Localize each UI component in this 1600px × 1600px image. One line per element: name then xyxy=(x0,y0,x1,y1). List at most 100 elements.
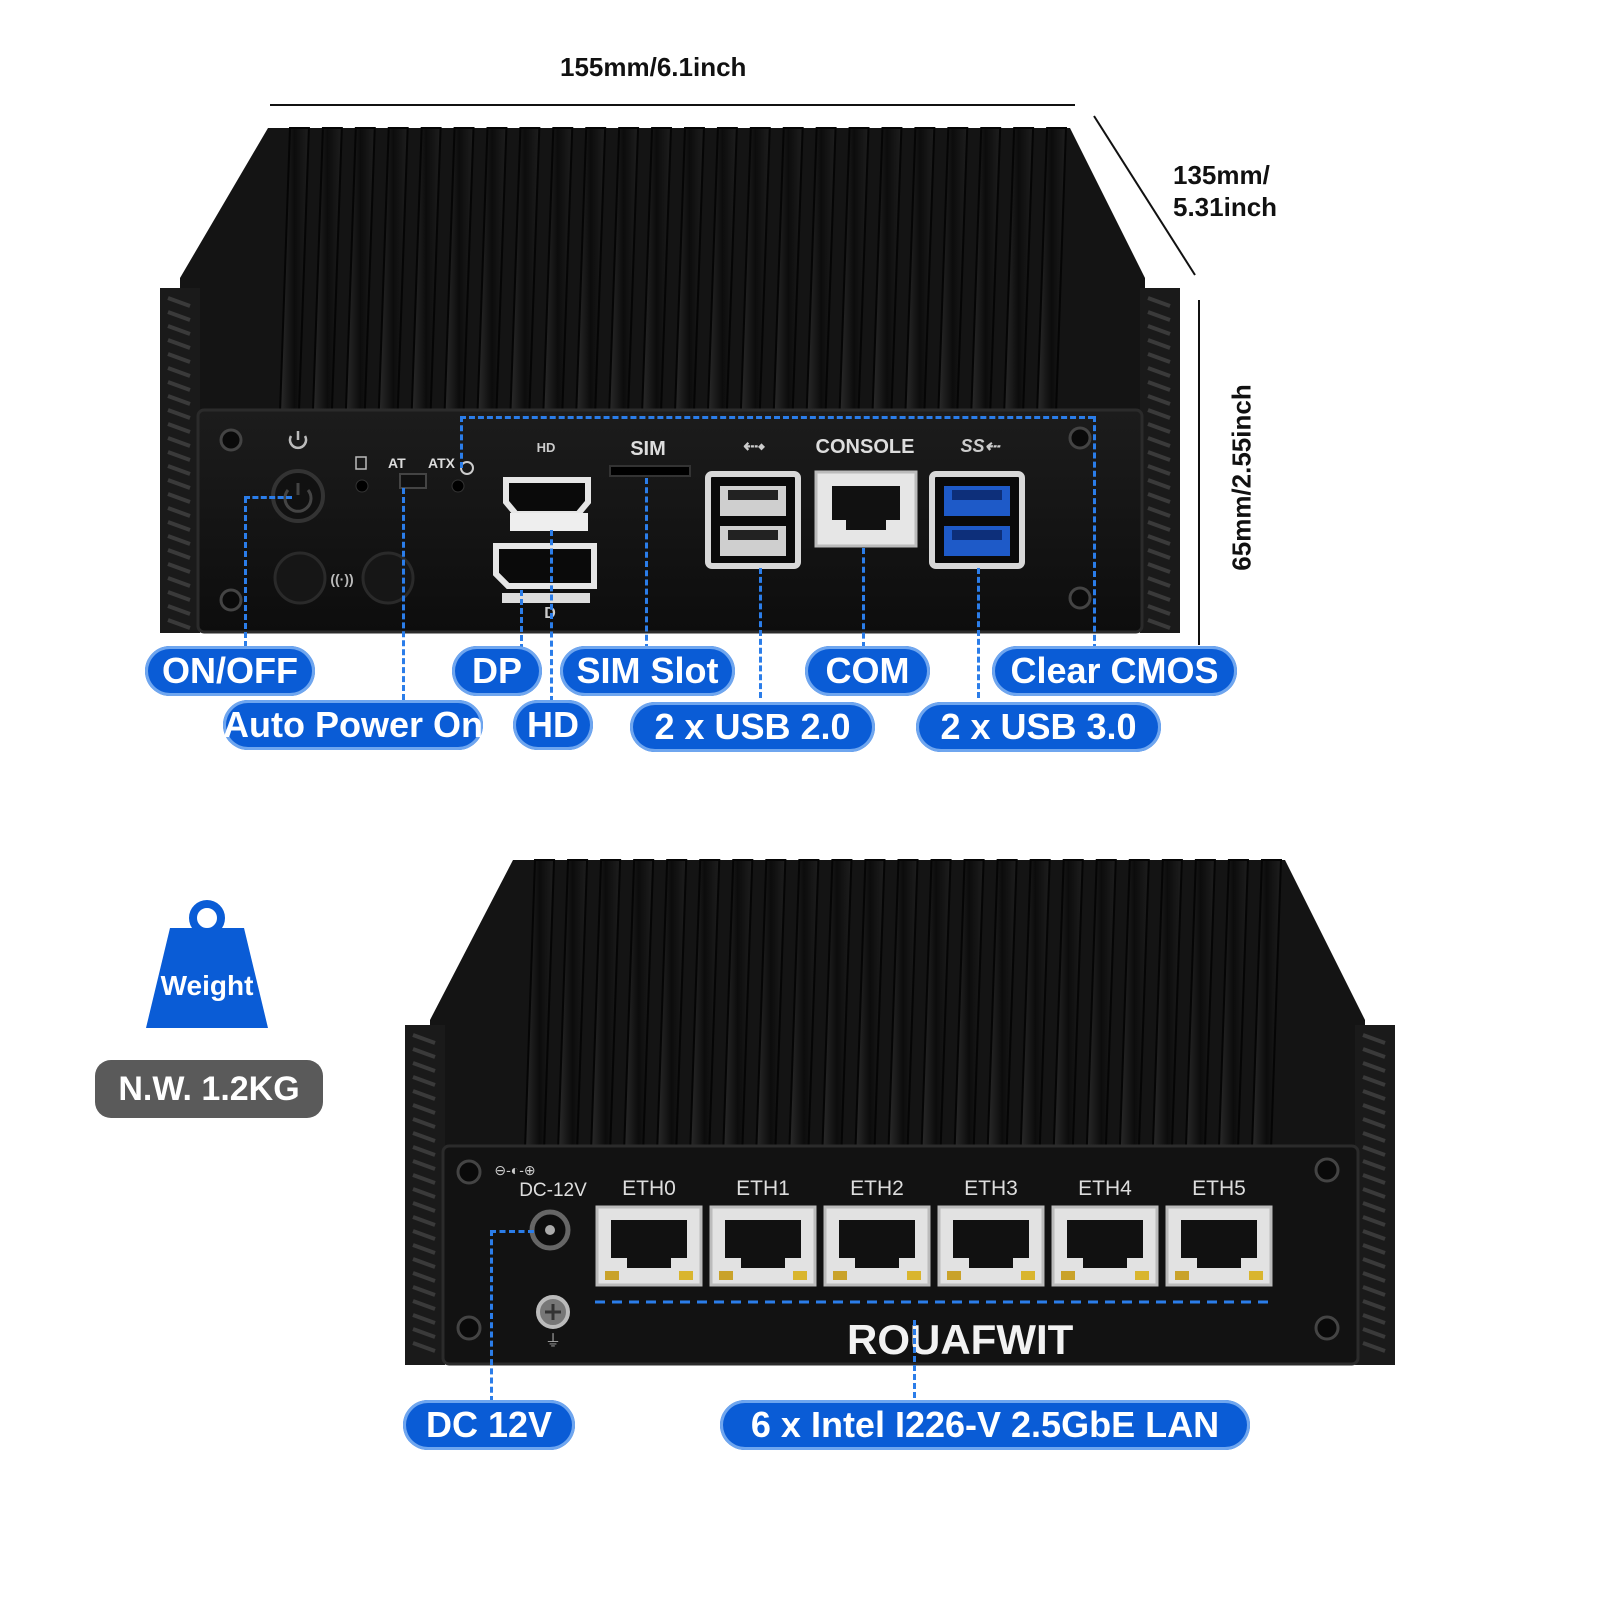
vent-slot xyxy=(412,1117,436,1129)
eth-port-label: ETH2 xyxy=(850,1177,904,1200)
vent-slot xyxy=(167,604,191,616)
vent-slot xyxy=(1147,534,1171,546)
at-label: AT xyxy=(388,455,406,471)
vent-slot xyxy=(412,1299,436,1311)
vent-slot xyxy=(1147,618,1171,630)
vent-slot xyxy=(1147,366,1171,378)
leader-line-cmos xyxy=(1093,416,1096,650)
vent-slot xyxy=(1147,548,1171,560)
height-dimension-label: 65mm/2.55inch xyxy=(1226,384,1257,571)
vent-slot xyxy=(412,1327,436,1339)
eth-port-label: ETH5 xyxy=(1192,1177,1246,1200)
vent-slot xyxy=(1147,380,1171,392)
eth-port-label: ETH0 xyxy=(622,1177,676,1200)
svg-text:⏚: ⏚ xyxy=(545,1332,561,1350)
vent-slot xyxy=(167,548,191,560)
vent-slot xyxy=(1147,562,1171,574)
atx-label: ATX xyxy=(428,455,456,471)
vent-slot xyxy=(167,394,191,406)
eth-port-label: ETH4 xyxy=(1078,1177,1132,1200)
vent-slot xyxy=(412,1285,436,1297)
vent-slot xyxy=(412,1131,436,1143)
width-dimension-label: 155mm/6.1inch xyxy=(560,52,747,82)
vent-slot xyxy=(1362,1271,1386,1283)
callout-clear-cmos: Clear CMOS xyxy=(992,646,1237,696)
vent-slot xyxy=(1362,1173,1386,1185)
vent-slot xyxy=(1147,478,1171,490)
hd-logo: HD xyxy=(537,440,556,455)
vent-slot xyxy=(167,506,191,518)
vent-slot xyxy=(167,338,191,350)
vent-slot xyxy=(1147,310,1171,322)
leader-line-on-off xyxy=(244,497,247,647)
depth-dimension-line xyxy=(1093,115,1196,276)
vent-slot xyxy=(167,520,191,532)
leader-line-dc-h xyxy=(490,1230,534,1233)
vent-slot xyxy=(167,310,191,322)
leader-line-hd xyxy=(550,530,553,702)
vent-slot xyxy=(1362,1103,1386,1115)
vent-slot xyxy=(412,1089,436,1101)
vent-slot xyxy=(412,1313,436,1325)
svg-text:((·)): ((·)) xyxy=(330,571,353,587)
vent-slot xyxy=(167,296,191,308)
vent-slot xyxy=(1362,1201,1386,1213)
vent-slot xyxy=(1147,604,1171,616)
vent-slot xyxy=(167,352,191,364)
front-device-image: ((·)) AT ATX HD D SIM ⇠⬩ CONSOLE SS⇠ xyxy=(160,127,1180,634)
vent-slot xyxy=(412,1271,436,1283)
vent-slot xyxy=(1147,576,1171,588)
sim-label: SIM xyxy=(630,438,666,460)
leader-line-cmos-h xyxy=(460,416,1094,419)
callout-usb2: 2 x USB 2.0 xyxy=(630,702,875,752)
callout-dc-12v: DC 12V xyxy=(403,1400,575,1450)
vent-slot xyxy=(167,366,191,378)
width-dimension-line xyxy=(270,104,1075,106)
vent-slot xyxy=(167,478,191,490)
vent-slot xyxy=(167,408,191,420)
vent-slot xyxy=(412,1075,436,1087)
svg-text:⊖-◐-⊕: ⊖-◐-⊕ xyxy=(494,1162,535,1178)
vent-slot xyxy=(167,492,191,504)
vent-slot xyxy=(167,618,191,630)
callout-lan: 6 x Intel I226-V 2.5GbE LAN xyxy=(720,1400,1250,1450)
vent-slot xyxy=(1147,324,1171,336)
vent-slot xyxy=(1362,1229,1386,1241)
vent-slot xyxy=(167,562,191,574)
depth-dimension-label-line2: 5.31inch xyxy=(1173,192,1278,222)
vent-slot xyxy=(1147,352,1171,364)
weight-value-badge: N.W. 1.2KG xyxy=(95,1060,323,1118)
vent-slot xyxy=(1362,1117,1386,1129)
vent-slot xyxy=(412,1145,436,1157)
leader-line-usb3 xyxy=(977,568,980,698)
callout-dp: DP xyxy=(452,646,542,696)
vent-slot xyxy=(1147,338,1171,350)
vent-slot xyxy=(1362,1243,1386,1255)
depth-dimension-label-line1: 135mm/ xyxy=(1173,160,1270,190)
vent-slot xyxy=(412,1215,436,1227)
leader-line-usb2 xyxy=(759,568,762,698)
console-label: CONSOLE xyxy=(816,436,915,458)
height-dimension-line xyxy=(1198,300,1200,645)
callout-hd: HD xyxy=(513,700,593,750)
dc-12v-label: DC-12V xyxy=(519,1180,587,1201)
callout-on-off: ON/OFF xyxy=(145,646,315,696)
leader-line-dp xyxy=(520,590,523,650)
vent-slot xyxy=(1147,436,1171,448)
svg-text:SS⇠: SS⇠ xyxy=(960,436,1001,456)
vent-slot xyxy=(1362,1299,1386,1311)
leader-line-cmos-left xyxy=(460,416,463,468)
callout-auto-power-on: Auto Power On xyxy=(223,700,483,750)
vent-slot xyxy=(167,436,191,448)
vent-slot xyxy=(412,1201,436,1213)
vent-slot xyxy=(1362,1089,1386,1101)
vent-slot xyxy=(167,422,191,434)
leader-line-sim xyxy=(645,478,648,650)
vent-slot xyxy=(1362,1131,1386,1143)
vent-slot xyxy=(1362,1075,1386,1087)
vent-slot xyxy=(1362,1159,1386,1171)
eth-port-label: ETH3 xyxy=(964,1177,1018,1200)
vent-slot xyxy=(1362,1047,1386,1059)
leader-line-lan xyxy=(913,1320,916,1398)
